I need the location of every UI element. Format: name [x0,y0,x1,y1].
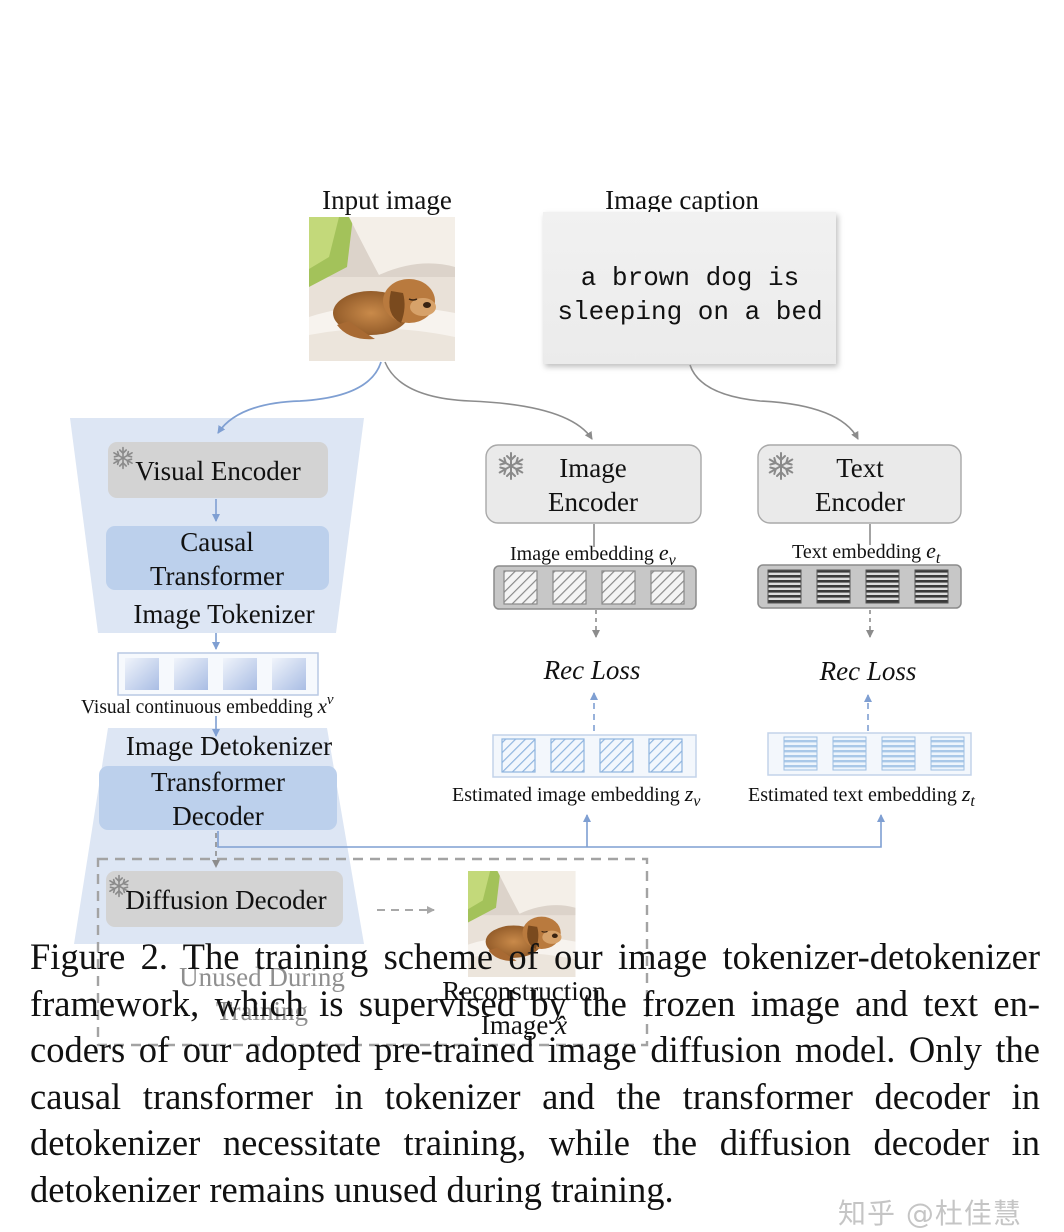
caption-text-2: sleeping on a bed [557,297,822,327]
visual-token [272,658,306,690]
causal-transformer-block [106,526,329,590]
estimated-image-token [550,738,585,773]
watermark: 知乎 @杜佳慧 [838,1197,1022,1230]
arrow [217,361,382,434]
estimated-text-token [930,736,965,771]
transformer-decoder-label-1: Transformer [151,767,285,797]
estimated-text-token [783,736,818,771]
image-encoder-label-1: Image [559,453,626,483]
estimated-image-token [599,738,634,773]
transformer-decoder-block [99,766,337,830]
causal-transformer-label-1: Causal [180,527,254,557]
visual-token [125,658,159,690]
unused-label-2: Training [216,996,308,1026]
visual-encoder-block [108,442,328,498]
visual-embedding-label: Visual continuous embedding xv [81,692,334,718]
diffusion-decoder-label: Diffusion Decoder [125,885,326,915]
causal-transformer-label-2: Transformer [150,561,284,591]
arrow [689,364,859,440]
rec-loss-image: Rec Loss [543,655,641,685]
image-token [650,570,685,605]
unused-label-1: Unused During [179,962,345,992]
input-image-label: Input image [322,185,452,215]
caption-text-1: a brown dog is [581,263,799,293]
text-token [865,569,900,604]
visual-token [174,658,208,690]
image-encoder-label-2: Encoder [548,487,638,517]
image-token [552,570,587,605]
input-image [308,216,456,362]
text-encoder-block [757,444,962,524]
arrow [217,814,885,848]
estimated-image-embedding-label: Estimated image embedding zv [452,781,701,810]
rec-loss-text: Rec Loss [819,656,917,686]
text-encoder-label-1: Text [836,453,884,483]
unused-during-training-box [96,857,649,1047]
diffusion-decoder-block [106,871,343,927]
arrow [384,361,593,440]
estimated-text-embedding-label: Estimated text embedding zt [748,781,975,810]
image-embedding-label: Image embedding ev [510,540,677,569]
caption-card [543,212,836,364]
image-encoder-block [485,444,702,524]
image-caption-label: Image caption [605,185,759,215]
estimated-text-token [832,736,867,771]
image-token [601,570,636,605]
image-embedding-strip [493,565,697,610]
text-token [914,569,949,604]
image-detokenizer-label: Image Detokenizer [126,731,332,761]
text-embedding-strip [757,564,962,609]
text-encoder-label-2: Encoder [815,487,905,517]
image-tokenizer-label: Image Tokenizer [133,599,314,629]
reconstruction-label-2: Image x̂ [481,1010,567,1040]
text-token [816,569,851,604]
estimated-image-token [501,738,536,773]
figure-caption: Figure 2. The training scheme of our ima… [30,936,1040,1210]
estimated-image-token [648,738,683,773]
reconstruction-label-1: Reconstruction [442,976,606,1006]
text-embedding-label: Text embedding et [792,538,941,567]
image-token [503,570,538,605]
visual-encoder-label: Visual Encoder [135,456,301,486]
estimated-text-token [881,736,916,771]
visual-token [223,658,257,690]
transformer-decoder-label-2: Decoder [172,801,263,831]
text-token [767,569,802,604]
